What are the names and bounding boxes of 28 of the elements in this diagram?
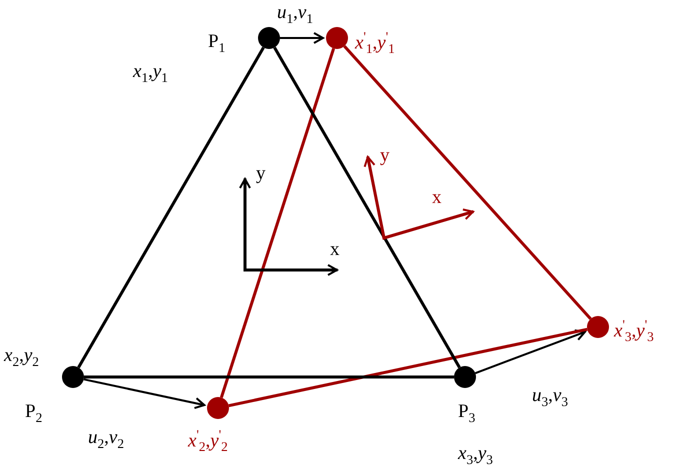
edge-label: u$_{1}$,v$_{1}$ [277, 3, 313, 26]
axis-label: y [380, 146, 390, 165]
point-label: x$_{1}$,y$_{1}$ [133, 62, 168, 84]
triangle-side [220, 48, 336, 398]
point-label: x$_{2}$,y$_{2}$ [4, 346, 39, 368]
point-marker [207, 397, 229, 419]
point-marker [62, 366, 84, 388]
displacement-arrow [280, 32, 324, 44]
displacement-arrow [84, 378, 206, 410]
displacement-arrow [474, 329, 586, 374]
axis-label: x [330, 240, 340, 259]
edge-label: u$_{3}$,v$_{3}$ [532, 386, 568, 408]
point-marker [454, 366, 476, 388]
triangle-side [77, 46, 265, 368]
axis-label: y [256, 164, 266, 183]
point-label: x$_{3}$,y$_{3}$ [458, 444, 493, 466]
point-marker [326, 27, 348, 49]
point-marker [587, 316, 609, 338]
triangle-side [228, 328, 588, 408]
point-marker [258, 27, 280, 49]
point-label: P$_{1}$ [208, 32, 226, 54]
triangle-side [273, 46, 461, 368]
triangle-side [343, 45, 592, 320]
point-label: P$_{3}$ [458, 402, 476, 424]
triangle-side [84, 376, 454, 378]
axis-label: x [432, 188, 442, 207]
point-label: P$_{2}$ [25, 402, 42, 424]
edge-label: u$_{2}$,v$_{2}$ [88, 428, 124, 450]
